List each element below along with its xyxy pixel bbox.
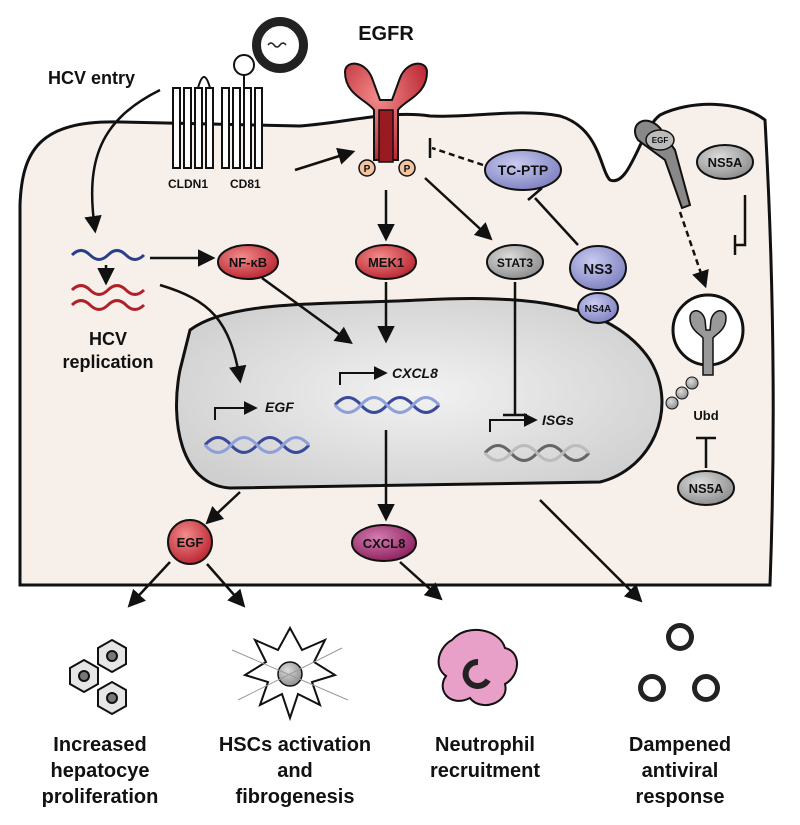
- cd81-label: CD81: [230, 177, 261, 191]
- phospho-site-right: [398, 159, 416, 177]
- phospho-site-left: [358, 159, 376, 177]
- nucleus: [175, 297, 664, 490]
- outcome-neutrophil: Neutrophil recruitment: [429, 734, 541, 782]
- hcv-replication-label-2: replication: [62, 352, 153, 372]
- gene-egf: EGF: [203, 399, 311, 454]
- ns3-label: NS3: [583, 261, 612, 278]
- cxcl8-secreted-node: CXCL8: [351, 524, 417, 562]
- pathway-arrows: [84, 88, 709, 608]
- outcome-antiviral: Dampened antiviral response: [628, 734, 732, 808]
- ns4a-label: NS4A: [585, 304, 612, 315]
- egfr-label: EGFR: [358, 23, 414, 45]
- ns3-node: NS3: [569, 245, 627, 291]
- stat3-label: STAT3: [497, 256, 534, 270]
- ubd-label: Ubd: [693, 408, 718, 423]
- ns5a-label-bottom: NS5A: [689, 481, 724, 496]
- nfkb-node: NF-κB: [217, 244, 279, 280]
- inhibition-lines: [428, 138, 747, 468]
- hcv-entry-label: HCV entry: [48, 68, 135, 88]
- egf-bound-egfr-icon: EGF: [634, 119, 692, 210]
- gene-isgs: ISGs: [483, 412, 591, 462]
- phospho-sites: P P: [358, 159, 416, 177]
- ns5a-node-top: NS5A: [696, 144, 754, 180]
- nfkb-label: NF-κB: [229, 255, 267, 270]
- gene-egf-label: EGF: [265, 399, 294, 415]
- cldn1-label: CLDN1: [168, 177, 208, 191]
- hcv-rna-icon: [70, 249, 146, 311]
- stat3-node: STAT3: [486, 244, 544, 280]
- phospho-label-left: P: [364, 164, 371, 175]
- hcv-replication-label-1: HCV: [89, 329, 127, 349]
- gene-isgs-label: ISGs: [542, 412, 574, 428]
- neutrophil-icon: [437, 629, 518, 707]
- hcv-virions-icon: [638, 623, 720, 702]
- egfr-receptor-icon: [343, 62, 429, 163]
- ns5a-label-top: NS5A: [708, 155, 743, 170]
- egf-secreted-label: EGF: [177, 535, 204, 550]
- cldn1-cd81-receptors-icon: [172, 54, 263, 169]
- outcome-fibrogenesis: HSCs activation and fibrogenesis: [218, 734, 372, 808]
- tc-ptp-label: TC-PTP: [498, 162, 549, 178]
- tc-ptp-node: TC-PTP: [484, 149, 562, 191]
- hcv-virion-icon: [252, 17, 308, 73]
- cxcl8-secreted-label: CXCL8: [363, 536, 406, 551]
- ns5a-node-bottom: NS5A: [677, 470, 735, 506]
- mek1-node: MEK1: [355, 244, 417, 280]
- phospho-label-right: P: [404, 164, 411, 175]
- egf-ligand-label: EGF: [652, 136, 669, 145]
- gene-cxcl8: CXCL8: [333, 365, 441, 414]
- gene-cxcl8-label: CXCL8: [392, 365, 438, 381]
- hepatocytes-icon: [69, 638, 127, 716]
- mek1-label: MEK1: [368, 255, 404, 270]
- hepatic-stellate-cell-icon: [231, 625, 349, 722]
- egf-secreted-node: EGF: [167, 519, 213, 565]
- ns4a-node: NS4A: [577, 292, 619, 324]
- endosome-icon: [671, 293, 745, 376]
- ubiquitin-chain-icon: [665, 376, 699, 410]
- outcome-proliferation: Increased hepatocye proliferation: [41, 734, 159, 808]
